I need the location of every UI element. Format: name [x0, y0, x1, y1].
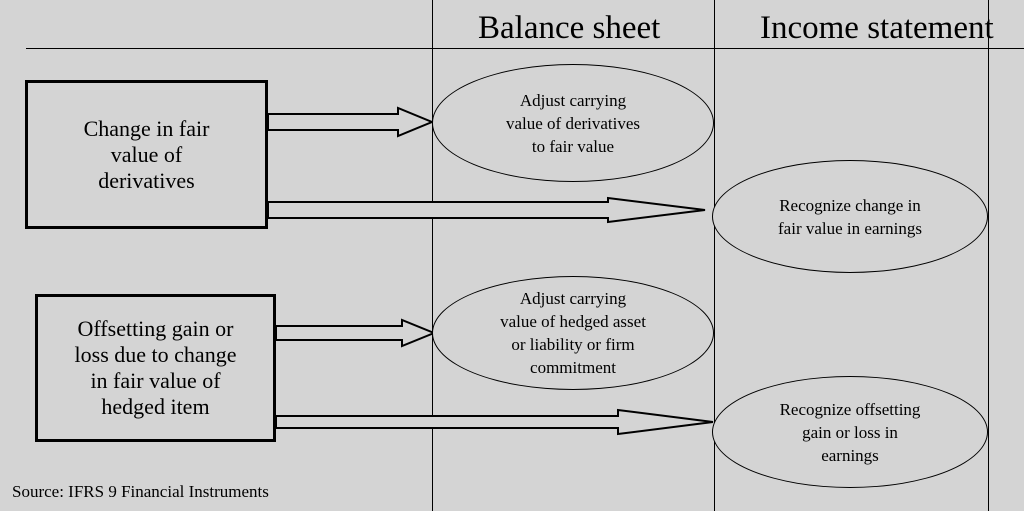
balance-sheet-header: Balance sheet: [478, 10, 661, 46]
recognize-offsetting-label: Recognize offsetting gain or loss in ear…: [779, 399, 921, 465]
adjust-derivatives-label: Adjust carrying value of derivatives to …: [505, 90, 641, 156]
arrow-derivatives-to-income: [267, 196, 706, 224]
column-divider-middle: [714, 0, 715, 511]
arrow-derivatives-to-balance: [267, 106, 435, 138]
adjust-derivatives-ellipse: Adjust carrying value of derivatives to …: [432, 64, 714, 182]
adjust-hedged-ellipse: Adjust carrying value of hedged asset or…: [432, 276, 714, 390]
source-note: Source: IFRS 9 Financial Instruments: [12, 482, 269, 501]
header-divider: [26, 48, 1024, 49]
derivatives-change-label: Change in fair value of derivatives: [83, 115, 210, 193]
recognize-offsetting-ellipse: Recognize offsetting gain or loss in ear…: [712, 376, 988, 488]
hedged-item-label: Offsetting gain or loss due to change in…: [74, 316, 237, 419]
hedged-item-box: Offsetting gain or loss due to change in…: [35, 294, 276, 442]
column-divider-left: [432, 0, 433, 511]
recognize-change-label: Recognize change in fair value in earnin…: [778, 195, 922, 238]
income-statement-header: Income statement: [760, 10, 994, 46]
adjust-hedged-label: Adjust carrying value of hedged asset or…: [500, 289, 646, 377]
derivatives-change-box: Change in fair value of derivatives: [25, 80, 268, 229]
arrow-hedged-to-balance: [275, 318, 437, 348]
column-divider-right: [988, 0, 989, 511]
arrow-hedged-to-income: [275, 408, 714, 436]
recognize-change-ellipse: Recognize change in fair value in earnin…: [712, 160, 988, 273]
